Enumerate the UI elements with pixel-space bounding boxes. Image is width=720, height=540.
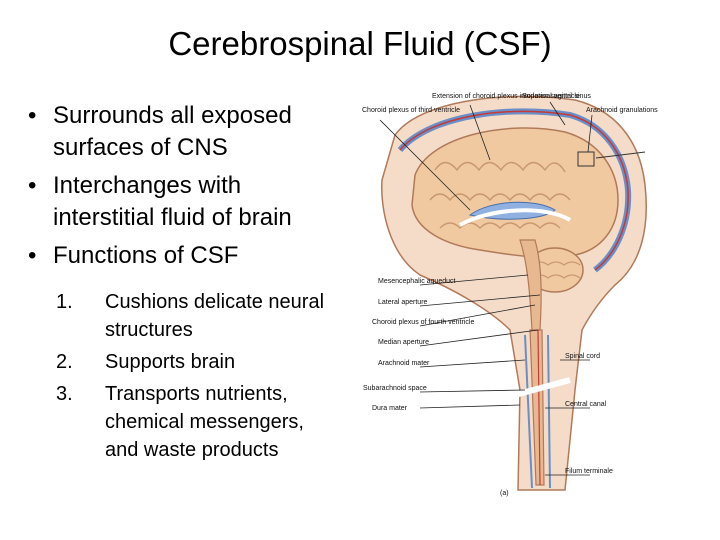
label-arachnoid-mater: Arachnoid mater: [378, 360, 430, 367]
label-lateral-aperture: Lateral aperture: [378, 299, 428, 306]
label-panel: (a): [500, 490, 509, 497]
granulation-box: [577, 151, 595, 167]
csf-column: [524, 334, 533, 489]
csf-column: [547, 334, 551, 489]
bullet-item: Interchanges with interstitial fluid of …: [28, 170, 348, 234]
function-number: 3.: [56, 383, 73, 405]
bullet-list: Surrounds all exposed surfaces of CNS In…: [28, 100, 348, 278]
sinus-line: [399, 110, 629, 271]
gyri: [434, 161, 566, 173]
function-item: 2. Supports brain: [50, 348, 340, 376]
corpus-callosum: [459, 208, 572, 227]
label-choroid-third: Choroid plexus of third ventricle: [362, 107, 460, 114]
label-choroid-fourth: Choroid plexus of fourth ventricle: [372, 319, 474, 326]
bullet-item: Functions of CSF: [28, 240, 348, 272]
function-item: 1. Cushions delicate neural structures: [50, 288, 340, 344]
label-superior-sagittal-sinus: Superior sagittal sinus: [522, 93, 591, 100]
label-subarachnoid-space: Subarachnoid space: [363, 385, 427, 392]
label-median-aperture: Median aperture: [378, 339, 429, 346]
gyri: [429, 193, 571, 202]
central-canal-line: [537, 329, 541, 486]
label-choroid-lateral: Extension of choroid plexus into lateral…: [432, 93, 580, 100]
label-spinal-cord: Spinal cord: [565, 353, 600, 360]
bullet-item: Surrounds all exposed surfaces of CNS: [28, 100, 348, 164]
function-text: Transports nutrients, chemical messenger…: [105, 383, 304, 461]
label-dura-mater: Dura mater: [372, 405, 408, 412]
break-mark: [514, 377, 571, 398]
functions-list: 1. Cushions delicate neural structures 2…: [50, 288, 340, 468]
label-arachnoid-granulations: Arachnoid granulations: [586, 107, 658, 114]
function-text: Supports brain: [105, 351, 236, 373]
cerebellum-folia: [531, 261, 581, 266]
label-filum-terminale: Filum terminale: [565, 468, 613, 475]
function-text: Cushions delicate neural structures: [105, 291, 325, 341]
csf-anatomy-figure: Choroid plexus of third ventricle Extens…: [362, 93, 658, 497]
label-central-canal: Central canal: [565, 401, 607, 408]
function-item: 3. Transports nutrients, chemical messen…: [50, 380, 340, 464]
function-number: 2.: [56, 351, 73, 373]
function-number: 1.: [56, 291, 73, 313]
granulation-arrow: [595, 151, 646, 159]
gyri: [439, 222, 561, 229]
slide-title: Cerebrospinal Fluid (CSF): [168, 25, 552, 62]
label-mesencephalic-aqueduct: Mesencephalic aqueduct: [378, 278, 455, 285]
cerebrum: [411, 127, 619, 258]
leader-lines: [379, 101, 593, 476]
